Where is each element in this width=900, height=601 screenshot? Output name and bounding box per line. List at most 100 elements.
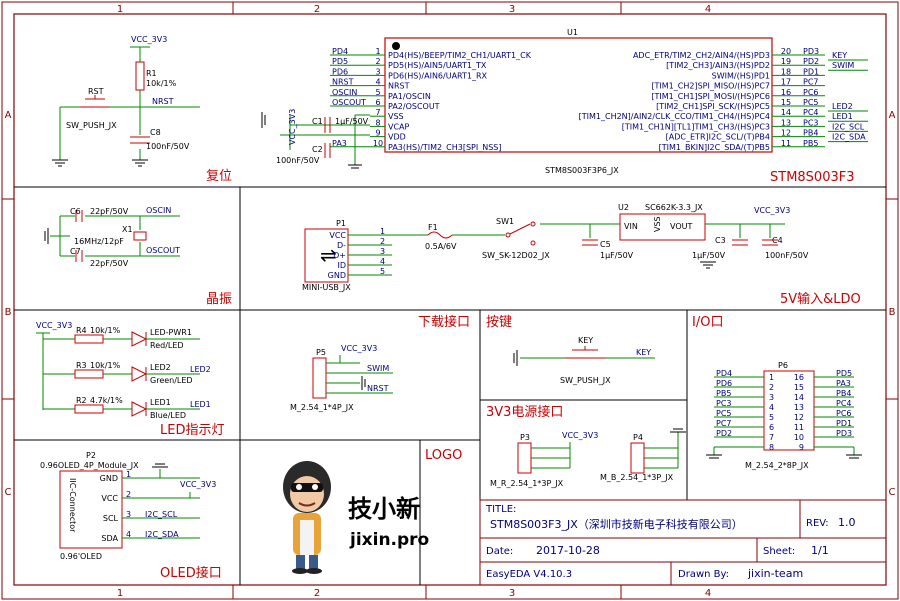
- pin1-marker: [392, 42, 400, 50]
- pin-number: 5: [375, 88, 380, 97]
- pin-name: PA3(HS)/TIM2_CH3[SPI_NSS]: [388, 143, 501, 152]
- pin-number: 1: [380, 227, 385, 236]
- pin-name: VDD: [388, 133, 406, 142]
- ref-label: P4: [633, 433, 643, 442]
- pin-number: 13: [794, 403, 804, 412]
- row-marker: B: [5, 307, 12, 318]
- brand-name: 技小新: [348, 495, 420, 523]
- ref-label: P1: [336, 219, 346, 228]
- pin-number: 1: [769, 373, 774, 382]
- power-label: VCC_3V3: [288, 109, 297, 145]
- download-header: P5 M_2.54_1*4P_JX VCC_3V3 SWIM NRST: [290, 344, 393, 412]
- pin-name: GND: [328, 271, 346, 280]
- pin-number: 4: [126, 530, 131, 539]
- net-label: LED2: [190, 365, 211, 374]
- ref-label: P6: [778, 361, 788, 370]
- section-title-download: 下载接口: [418, 314, 470, 330]
- header-p4: [630, 442, 645, 474]
- value-label: Red/LED: [150, 341, 184, 350]
- part-label: M_2.54_2*8P_JX: [745, 461, 809, 470]
- net-label: PD4: [716, 369, 732, 378]
- ref-label: C6: [70, 207, 81, 216]
- title-value: STM8S003F3_JX（深圳市技新电子科技有限公司）: [490, 517, 743, 531]
- pin-name: SWIM/(HS)PD1: [712, 71, 770, 80]
- pin-number: 6: [769, 423, 774, 432]
- row-marker: A: [889, 110, 896, 121]
- section-title-oled: OLED接口: [160, 565, 222, 581]
- value-label: 22pF/50V: [90, 259, 129, 268]
- section-dividers: [14, 186, 886, 585]
- header-p3: [517, 442, 532, 474]
- pin-number: 14: [781, 108, 791, 117]
- net-label: PD5: [332, 57, 348, 66]
- connector-label: IIC-Connector: [68, 478, 77, 533]
- row-markers: A B C A B C: [5, 110, 896, 498]
- net-label: LED2: [832, 102, 853, 111]
- pin-number: 2: [380, 237, 385, 246]
- ref-label: LED-PWR1: [150, 328, 192, 337]
- reset-circuit: VCC_3V3 R1 10k/1% RST SW_PUSH_JX C8 100n…: [52, 35, 200, 167]
- net-label: PC3: [716, 399, 732, 408]
- pin-number: 20: [781, 47, 791, 56]
- ref-label: C2: [312, 145, 323, 154]
- ref-label: P3: [520, 433, 530, 442]
- pin-name: ADC_ETR/TIM2_CH2/AIN4/(HS)PD3: [633, 51, 770, 60]
- pin-name: VSS: [388, 112, 404, 121]
- net-label: KEY: [636, 348, 651, 357]
- ref-label: C8: [150, 128, 161, 137]
- pin-number: 1: [126, 470, 131, 479]
- pin-name: PD6(HS)/AIN6/UART1_RX: [388, 71, 488, 80]
- part-label: M_2.54_1*4P_JX: [290, 403, 354, 412]
- pin-number: 15: [781, 98, 791, 107]
- pin-number: 3: [380, 247, 385, 256]
- pin-number: 3: [769, 393, 774, 402]
- pin-number: 5: [769, 413, 774, 422]
- pin-number: 17: [781, 78, 791, 87]
- pin-number: 3: [126, 510, 131, 519]
- date-label: Date:: [486, 546, 513, 557]
- section-title-crystal: 晶振: [206, 292, 232, 307]
- part-label: MINI-USB_JX: [302, 283, 351, 292]
- col-marker: 2: [314, 588, 320, 599]
- date-value: 2017-10-28: [536, 544, 600, 557]
- section-title-v33: 3V3电源接口: [486, 404, 563, 420]
- net-label: PD2: [803, 57, 819, 66]
- pin-number: 11: [794, 423, 804, 432]
- crystal-circuit: C6 22pF/50V C7 22pF/50V X1 16MHz/12pF OS…: [44, 206, 180, 268]
- ref-label: R4: [76, 326, 87, 335]
- net-label: PC4: [803, 108, 819, 117]
- value-label: 4.7k/1%: [90, 396, 123, 405]
- pin-number: 19: [781, 57, 791, 66]
- row-marker: B: [889, 307, 896, 318]
- pin-number: 2: [126, 490, 131, 499]
- net-label: PD1: [803, 67, 819, 76]
- pin-name: NRST: [388, 82, 410, 91]
- v33-headers: P3 M_R_2.54_1*3P_JX VCC_3V3 P4 M_B_2.54_…: [490, 428, 686, 488]
- ref-label: KEY: [578, 336, 593, 345]
- pin-name: [TIM1_CH2N]/AIN2/CLK_CCO/TIM1_CH4/(HS)PC…: [579, 112, 770, 121]
- ref-label: R3: [76, 361, 87, 370]
- ref-label: X1: [122, 225, 133, 234]
- header-body: [312, 357, 327, 399]
- section-title-io: I/O口: [692, 315, 723, 330]
- capacitor-c8: [130, 136, 150, 144]
- pin-number: 8: [375, 118, 380, 127]
- pin-name: VCC: [329, 231, 346, 240]
- reset-button-symbol: [80, 95, 110, 108]
- net-label: NRST: [332, 78, 354, 87]
- net-label: PD3: [803, 47, 819, 56]
- net-label: OSCOUT: [332, 98, 366, 107]
- net-label: PB5: [716, 389, 731, 398]
- column-markers-top: 1 2 3 4: [117, 4, 711, 15]
- part-label: SW_SK-12D02_JX: [482, 251, 550, 260]
- pin-number: 12: [794, 413, 804, 422]
- pin-number: 10: [373, 139, 383, 148]
- pin-number: 6: [375, 98, 380, 107]
- net-label: PD6: [332, 67, 348, 76]
- pin-name: ID: [337, 261, 346, 270]
